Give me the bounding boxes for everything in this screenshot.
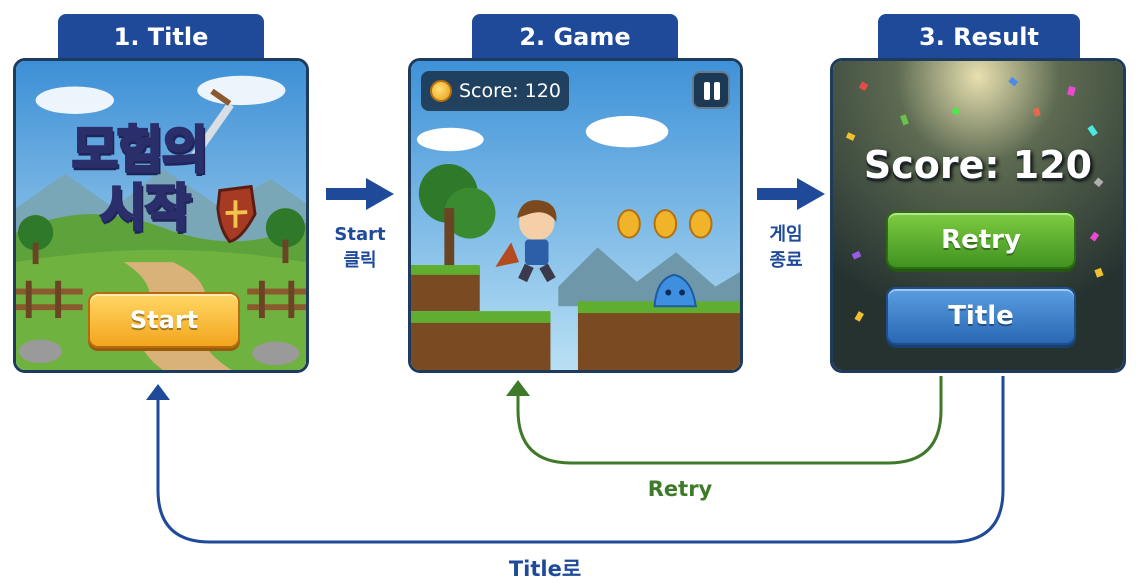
- title-screen-panel: 모험의 시작 Start: [13, 58, 309, 373]
- result-score: Score: 120: [863, 143, 1093, 187]
- retry-button[interactable]: Retry: [886, 211, 1076, 269]
- step-tab-result: 3. Result: [878, 14, 1080, 60]
- start-label-line2: 클릭: [343, 250, 377, 271]
- result-screen-panel: Score: 120 Retry Title: [830, 58, 1126, 373]
- end-label-line2: 종료: [769, 250, 803, 271]
- game-background: [411, 61, 740, 370]
- step-tab-title: 1. Title: [58, 14, 264, 60]
- start-label-line1: Start: [334, 224, 386, 245]
- coin-icon: [430, 80, 452, 102]
- hud-score: Score: 120: [421, 71, 569, 111]
- retry-loop-label: Retry: [647, 477, 713, 501]
- game-logo-line1: 모험의: [71, 121, 210, 179]
- end-label-line1: 게임: [769, 224, 803, 245]
- title-loop-label: Title로: [508, 557, 582, 581]
- hud-score-text: Score: 120: [459, 80, 561, 102]
- step-tab-game: 2. Game: [472, 14, 678, 60]
- start-button[interactable]: Start: [88, 292, 240, 348]
- arrow-game-to-result: [757, 178, 825, 210]
- arrow-retry-loop: [506, 376, 943, 465]
- pause-icon[interactable]: [692, 71, 730, 109]
- game-end-label: 게임 종료: [748, 222, 824, 274]
- title-button[interactable]: Title: [886, 287, 1076, 345]
- arrow-start-to-game: [326, 178, 394, 210]
- arrow-title-loop: [146, 376, 1005, 544]
- game-logo-line2: 시작: [99, 179, 193, 237]
- start-click-label: Start 클릭: [322, 222, 398, 274]
- game-screen-panel: Score: 120: [408, 58, 743, 373]
